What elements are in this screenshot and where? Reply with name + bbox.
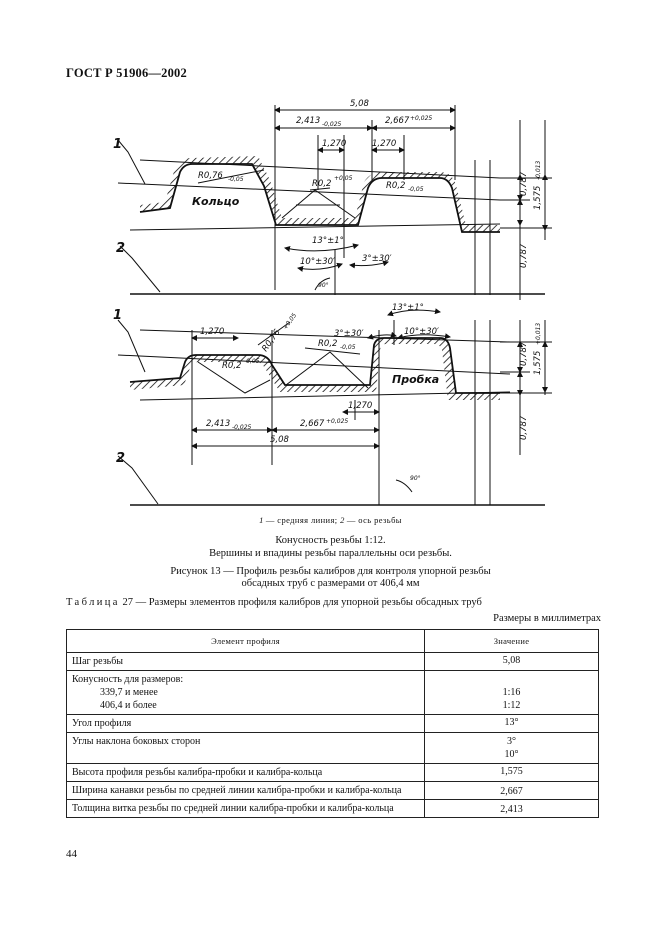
table-header-row: Элемент профиля Значение (66, 629, 599, 653)
ring-thread-hatch (140, 156, 500, 232)
col-header-element: Элемент профиля (66, 629, 425, 653)
dim-step2-top: 1,270 (372, 139, 396, 149)
radius-right-top: R0,2 (386, 181, 405, 191)
thread-profile-figure: 5,08 2,413 -0,025 2,667 +0,025 1,270 1,2… (113, 99, 552, 506)
radius-left-top: R0,76 (198, 171, 223, 181)
height1-bottom: 0,787 (519, 341, 529, 366)
profile-elements-table: Элемент профиля Значение Шаг резьбы 5,08… (66, 629, 599, 818)
page-number: 44 (66, 848, 77, 860)
dim-step1-top: 1,270 (322, 139, 346, 149)
dim-total-top: 5,08 (350, 99, 370, 109)
angle-profile-top: 13°±1° (312, 236, 344, 246)
table-row: Ширина канавки резьбы по средней линии к… (66, 781, 599, 800)
radius-mid2-bottom: R0,2 (318, 339, 337, 349)
svg-text:-0,05: -0,05 (408, 186, 424, 193)
plug-thread-hatch (130, 338, 500, 400)
dim-step-low-bottom: 1,270 (348, 401, 372, 411)
table-title: Таблица 27 — Размеры элементов профиля к… (66, 597, 482, 608)
svg-text:+0,025: +0,025 (326, 418, 348, 425)
angle-right-top: 90° (318, 282, 329, 289)
dim-total-bottom: 5,08 (270, 435, 290, 445)
svg-text:+0,05: +0,05 (334, 175, 353, 182)
svg-text:-0,025: -0,025 (232, 424, 252, 431)
plug-gauge-label: Пробка (392, 373, 439, 386)
figure-legend: 1 — средняя линия; 2 — ось резьбы (259, 515, 402, 525)
ring-gauge-label: Кольцо (192, 195, 240, 208)
callout-2-top: 2 (116, 241, 125, 256)
figure-caption-cont: обсадных труб с размерами от 406,4 мм (241, 578, 420, 589)
callout-2-bottom: 2 (116, 451, 125, 466)
svg-text:-0,013: -0,013 (535, 160, 542, 180)
dim-right-top: 2,667 (385, 116, 410, 126)
document-header: ГОСТ Р 51906—2002 (66, 66, 187, 80)
figure-caption: Рисунок 13 — Профиль резьбы калибров для… (170, 566, 491, 577)
col-header-value: Значение (424, 629, 599, 653)
dim-left-top: 2,413 (296, 116, 320, 126)
table-row: Толщина витка резьбы по средней линии ка… (66, 799, 599, 818)
ring-middle-line (117, 182, 501, 201)
height3-top: 0,787 (519, 243, 529, 268)
angle-flank1-bottom: 10°±30′ (404, 327, 439, 337)
svg-text:-0,05: -0,05 (244, 358, 260, 365)
table-row: Шаг резьбы 5,08 (66, 652, 599, 671)
radius-mid-top: R0,2 (312, 179, 331, 189)
angle-flank2-top: 3°±30′ (362, 254, 392, 264)
svg-text:+0,05: +0,05 (282, 312, 298, 331)
callout-1-top: 1 (113, 137, 122, 152)
angle-right-bottom: 90° (410, 475, 421, 482)
svg-text:+0,013: +0,013 (535, 323, 542, 345)
svg-text:-0,05: -0,05 (228, 176, 244, 183)
svg-text:-0,025: -0,025 (322, 121, 342, 128)
callout-1-bottom: 1 (113, 308, 122, 323)
dim-right-bottom: 2,667 (300, 419, 325, 429)
plug-gauge-profile (117, 308, 552, 506)
table-row: Конусность для размеров: 339,7 и менее 4… (66, 670, 599, 715)
note-crests: Вершины и впадины резьбы параллельны оси… (209, 548, 452, 559)
svg-text:-0,05: -0,05 (340, 344, 356, 351)
table-units: Размеры в миллиметрах (493, 613, 601, 624)
note-taper: Конусность резьбы 1:12. (275, 535, 386, 546)
ring-thread-outline (139, 163, 500, 233)
angle-flank1-top: 10°±30′ (300, 257, 335, 267)
height1-top: 0,787 (519, 171, 529, 196)
radius-mid1-bottom: R0,2 (222, 361, 241, 371)
angle-profile-bottom: 13°±1° (392, 303, 424, 313)
dim-step-bottom: 1,270 (200, 327, 224, 337)
table-row: Угол профиля 13° (66, 714, 599, 733)
ring-gauge-profile (117, 105, 552, 300)
dim-left-bottom: 2,413 (206, 419, 230, 429)
height3-bottom: 0,787 (519, 415, 529, 440)
table-row: Углы наклона боковых сторон 3° 10° (66, 732, 599, 764)
height2-top: 1,575 (533, 186, 543, 210)
svg-text:+0,025: +0,025 (410, 115, 432, 122)
angle-flank2-bottom: 3°±30′ (334, 329, 364, 339)
table-row: Высота профиля резьбы калибра-пробки и к… (66, 763, 599, 782)
height2-bottom: 1,575 (533, 351, 543, 375)
